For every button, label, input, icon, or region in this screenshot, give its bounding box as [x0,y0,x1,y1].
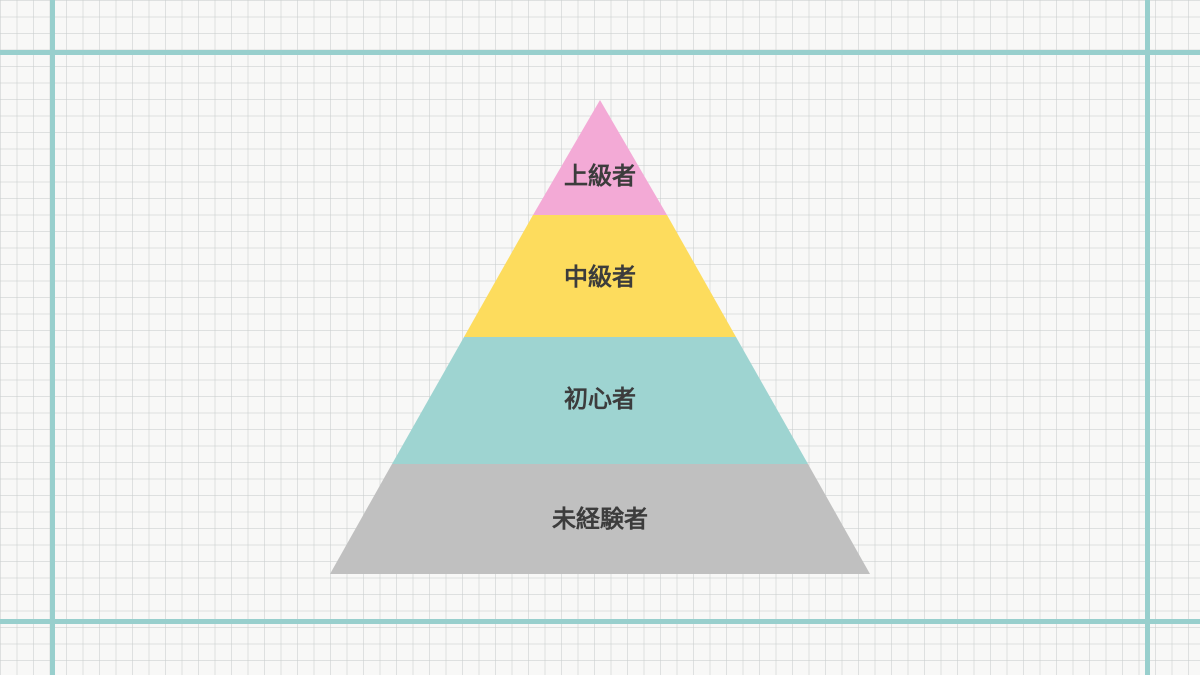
pyramid-tier-inexperienced [330,464,870,574]
frame-line-left [50,0,55,675]
pyramid-tier-intermediate [464,215,736,337]
tier-label-advanced: 上級者 [564,162,636,190]
frame-line-bottom [0,619,1200,624]
frame-line-right [1145,0,1150,675]
tier-label-beginner: 初心者 [564,385,636,413]
tier-label-intermediate: 中級者 [564,263,636,291]
pyramid-tier-advanced [533,100,667,215]
tier-label-inexperienced: 未経験者 [552,505,648,533]
frame-line-top [0,50,1200,55]
pyramid-tier-beginner [392,337,808,464]
